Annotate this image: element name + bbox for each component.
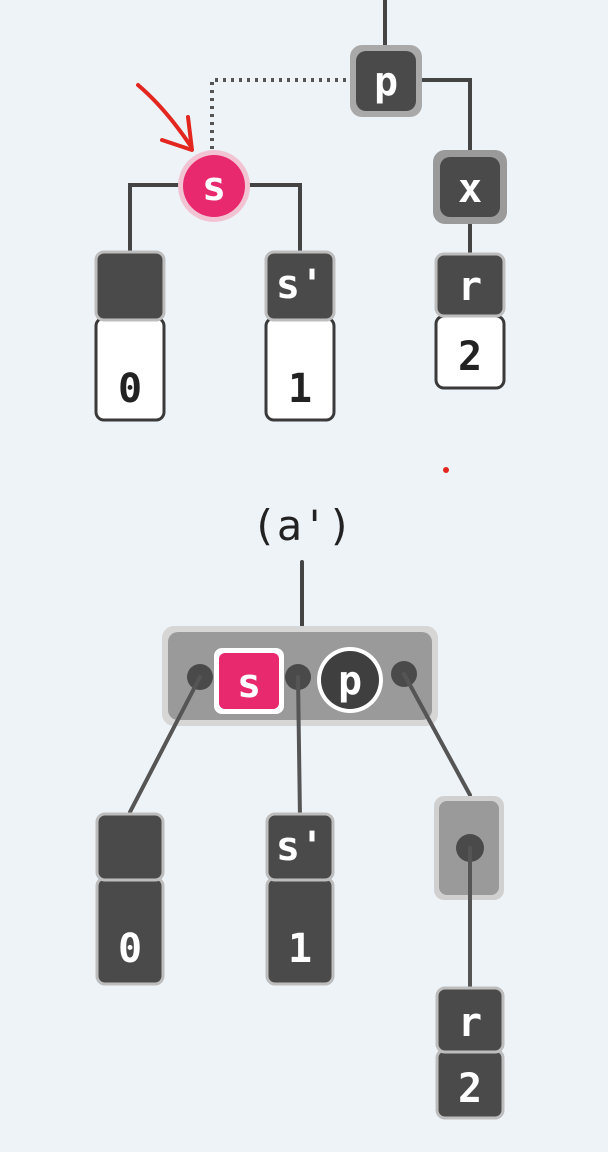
edge-combined-sprime bbox=[296, 675, 302, 820]
node-p-label: p bbox=[374, 59, 398, 105]
leaf-r-value: 2 bbox=[458, 334, 482, 380]
leaf-r-top: r 2 bbox=[434, 252, 506, 390]
red-pointer-arrow-icon bbox=[136, 83, 194, 152]
leaf-0-value: 0 bbox=[118, 366, 142, 412]
leaf-sprime-bottom-label: s' bbox=[276, 824, 324, 870]
top-tree: p x s 0 s' 1 bbox=[94, 0, 507, 473]
node-s-top: s bbox=[178, 150, 250, 222]
combined-p-label: p bbox=[338, 658, 362, 704]
leaf-r-label: r bbox=[458, 264, 482, 310]
leaf-sprime-bottom-value: 1 bbox=[288, 926, 312, 972]
leaf-0-bottom: 0 bbox=[95, 812, 165, 986]
node-x-label: x bbox=[458, 166, 482, 212]
leaf-sprime-label: s' bbox=[276, 262, 324, 308]
leaf-0-top: 0 bbox=[94, 250, 166, 422]
node-p-top: p bbox=[350, 45, 422, 117]
caption-a-prime: (a') bbox=[251, 501, 352, 550]
bottom-tree: (a') s p 0 s' bbox=[95, 501, 505, 1120]
leaf-sprime-top: s' 1 bbox=[264, 250, 336, 422]
edge-p-s-dotted bbox=[210, 78, 362, 155]
leaf-r-bottom-label: r bbox=[458, 1000, 482, 1046]
leaf-0-bottom-value: 0 bbox=[118, 926, 142, 972]
leaf-r-bottom-value: 2 bbox=[458, 1066, 482, 1112]
node-s-label: s bbox=[202, 164, 226, 210]
node-x: x bbox=[433, 150, 507, 224]
leaf-r-bottom: r 2 bbox=[435, 986, 505, 1120]
combined-s-label: s bbox=[237, 661, 261, 707]
leaf-sprime-value: 1 bbox=[288, 366, 312, 412]
edge-combined-leaf0 bbox=[128, 675, 202, 814]
edge-combined-gray bbox=[402, 672, 472, 797]
edge-s-sprime bbox=[243, 183, 302, 257]
edge-p-x bbox=[416, 78, 472, 157]
leaf-sprime-bottom: s' 1 bbox=[265, 812, 335, 986]
edge-s-leaf0 bbox=[128, 183, 187, 257]
combined-node: s p bbox=[162, 626, 438, 726]
red-dot bbox=[443, 467, 449, 473]
